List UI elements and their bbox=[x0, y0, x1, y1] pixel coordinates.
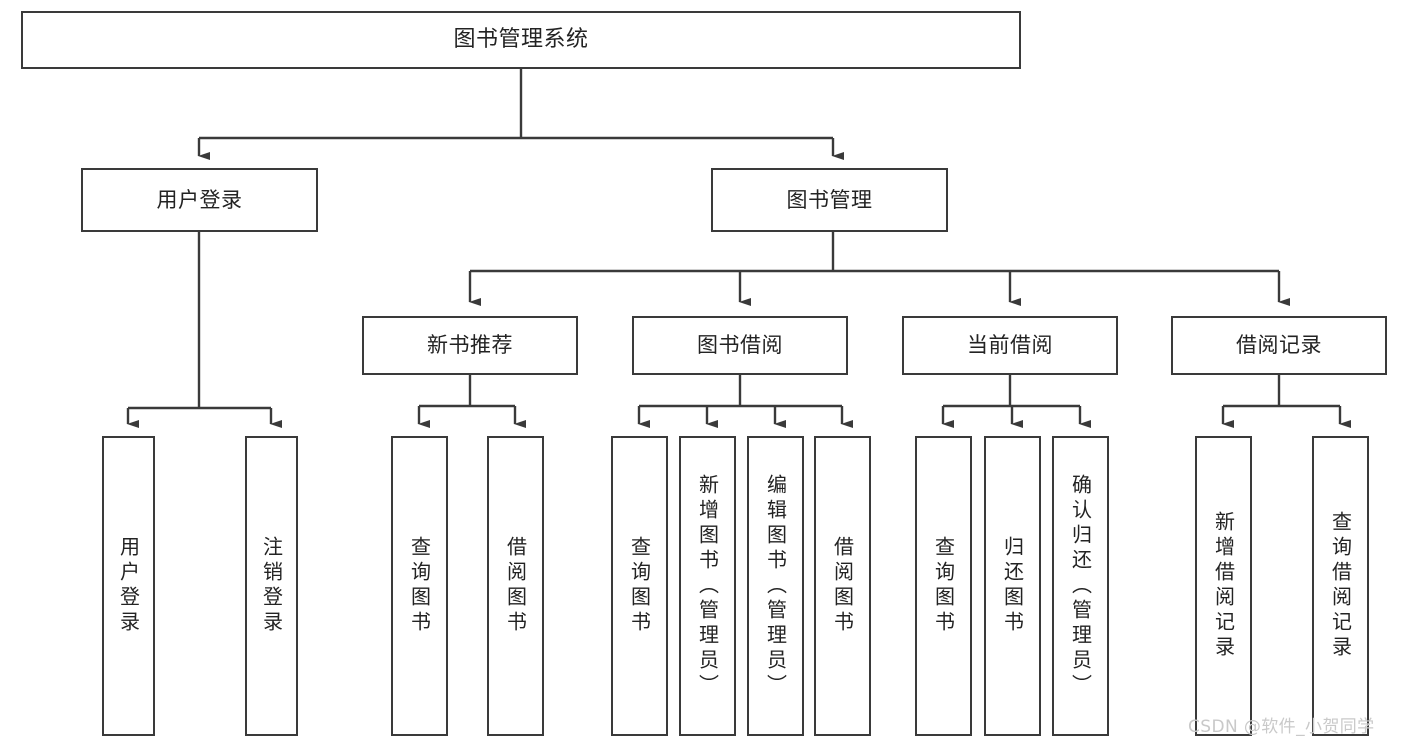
node-leaf-newbook-borrow-book[interactable]: 借阅图书 bbox=[487, 436, 544, 736]
node-leaf-borrow-edit-book-label: 编辑图书（管理员） bbox=[763, 473, 788, 699]
node-leaf-newbook-query-book-label: 查询图书 bbox=[407, 536, 432, 636]
node-new-book-recommend[interactable]: 新书推荐 bbox=[362, 316, 578, 375]
node-leaf-record-add-label: 新增借阅记录 bbox=[1211, 511, 1236, 661]
node-leaf-user-login[interactable]: 用户登录 bbox=[102, 436, 155, 736]
node-borrow-record-label: 借阅记录 bbox=[1236, 333, 1322, 358]
node-leaf-current-return-book[interactable]: 归还图书 bbox=[984, 436, 1041, 736]
node-leaf-user-login-label: 用户登录 bbox=[116, 536, 141, 636]
node-leaf-current-confirm-return[interactable]: 确认归还（管理员） bbox=[1052, 436, 1109, 736]
node-leaf-current-query-book-label: 查询图书 bbox=[931, 536, 956, 636]
node-leaf-logout-label: 注销登录 bbox=[259, 536, 284, 636]
node-leaf-current-confirm-return-label: 确认归还（管理员） bbox=[1068, 473, 1093, 699]
node-borrow-record[interactable]: 借阅记录 bbox=[1171, 316, 1387, 375]
node-leaf-borrow-add-book[interactable]: 新增图书（管理员） bbox=[679, 436, 736, 736]
node-leaf-logout[interactable]: 注销登录 bbox=[245, 436, 298, 736]
node-leaf-record-add[interactable]: 新增借阅记录 bbox=[1195, 436, 1252, 736]
node-leaf-record-query[interactable]: 查询借阅记录 bbox=[1312, 436, 1369, 736]
node-leaf-borrow-borrow-book-label: 借阅图书 bbox=[830, 536, 855, 636]
node-leaf-newbook-borrow-book-label: 借阅图书 bbox=[503, 536, 528, 636]
node-leaf-current-query-book[interactable]: 查询图书 bbox=[915, 436, 972, 736]
node-user-login-label: 用户登录 bbox=[156, 187, 243, 212]
node-leaf-newbook-query-book[interactable]: 查询图书 bbox=[391, 436, 448, 736]
node-leaf-borrow-add-book-label: 新增图书（管理员） bbox=[695, 473, 720, 699]
node-leaf-borrow-query-book-label: 查询图书 bbox=[627, 536, 652, 636]
node-root-label: 图书管理系统 bbox=[453, 27, 589, 53]
node-leaf-borrow-edit-book[interactable]: 编辑图书（管理员） bbox=[747, 436, 804, 736]
node-book-borrow-label: 图书借阅 bbox=[697, 333, 783, 358]
node-current-borrow-label: 当前借阅 bbox=[967, 333, 1053, 358]
node-leaf-record-query-label: 查询借阅记录 bbox=[1328, 511, 1353, 661]
node-leaf-borrow-borrow-book[interactable]: 借阅图书 bbox=[814, 436, 871, 736]
node-root[interactable]: 图书管理系统 bbox=[21, 11, 1021, 69]
node-leaf-borrow-query-book[interactable]: 查询图书 bbox=[611, 436, 668, 736]
node-new-book-recommend-label: 新书推荐 bbox=[427, 333, 513, 358]
node-book-borrow[interactable]: 图书借阅 bbox=[632, 316, 848, 375]
node-current-borrow[interactable]: 当前借阅 bbox=[902, 316, 1118, 375]
node-leaf-current-return-book-label: 归还图书 bbox=[1000, 536, 1025, 636]
csdn-watermark: CSDN @软件_小贺同学 bbox=[1188, 717, 1375, 737]
node-user-login[interactable]: 用户登录 bbox=[81, 168, 318, 232]
node-book-management[interactable]: 图书管理 bbox=[711, 168, 948, 232]
node-book-management-label: 图书管理 bbox=[786, 187, 873, 212]
